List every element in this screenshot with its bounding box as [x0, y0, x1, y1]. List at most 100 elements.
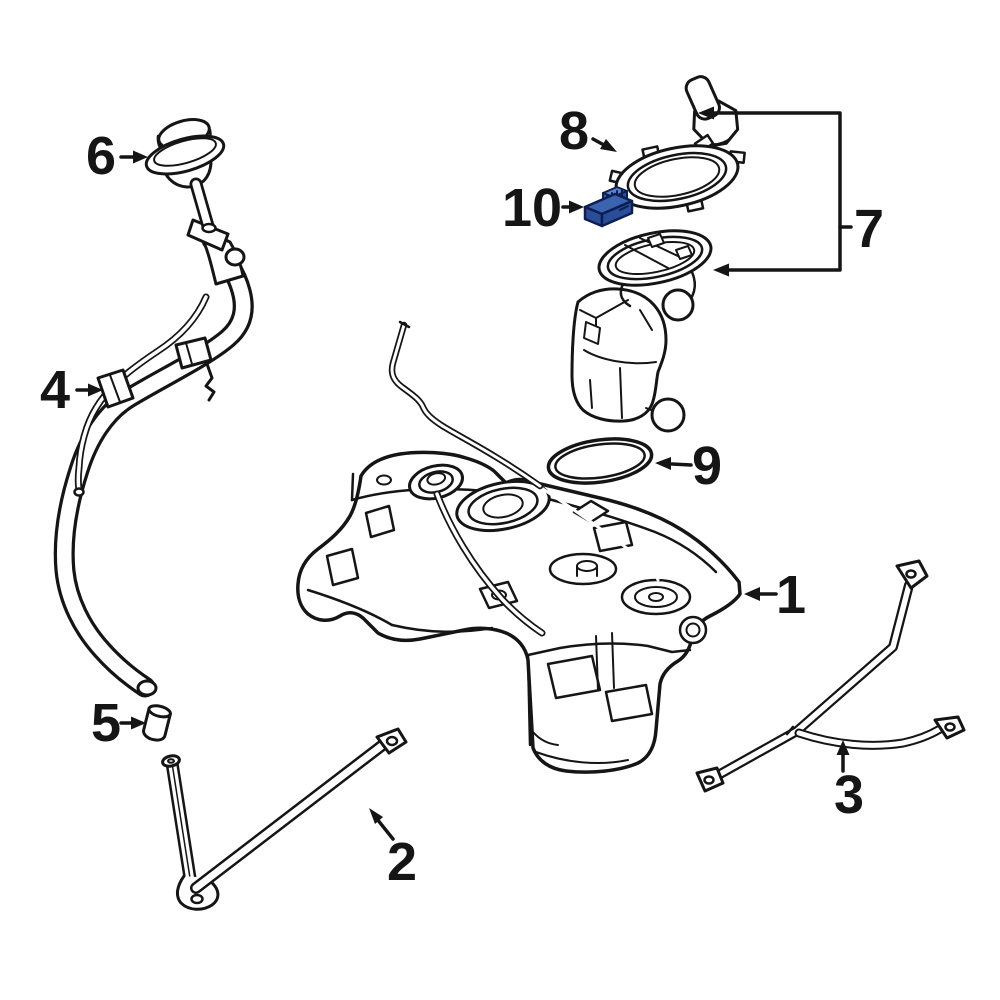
filler-cap-rings [408, 463, 464, 501]
filler-pipe-tip [136, 679, 158, 697]
valve-flange [144, 134, 226, 176]
valve-stem-core [192, 180, 212, 230]
strap2-post-cap [161, 754, 181, 768]
callout-2-arrowhead [369, 808, 383, 824]
tank-left-pocket-b [364, 504, 396, 539]
callout-10[interactable]: 10 [502, 178, 584, 238]
callout-2[interactable]: 2 [369, 808, 417, 892]
callout-8-label: 8 [559, 101, 589, 161]
pump-float-ball [650, 397, 686, 433]
tank-small-hole [376, 474, 392, 486]
tank-left-arm-edge [306, 588, 394, 627]
filler-pipe-outer [53, 229, 254, 698]
callout-3[interactable]: 3 [834, 740, 864, 825]
callout-8[interactable]: 8 [559, 101, 617, 161]
tank-bottom-notch [532, 731, 559, 746]
callout-6-label: 6 [86, 126, 116, 186]
tank-pocket-b [604, 683, 654, 723]
sleeve-top [147, 704, 172, 719]
callout-7[interactable]: 7 [698, 106, 884, 277]
lock-ring-mid [626, 151, 728, 203]
fuel-pump-connector-highlighted[interactable] [583, 186, 634, 228]
strap2-post-cap-dot [167, 758, 175, 764]
callout-3-label: 3 [834, 765, 864, 825]
strap2-foot-hole [190, 893, 204, 905]
tank-bottom-line [535, 751, 629, 764]
pump-flange-strut-1 [624, 244, 669, 269]
pipe-clamp [174, 336, 213, 370]
lock-ring-inner [633, 156, 721, 198]
strap2-diagonal-core [192, 740, 388, 892]
vent-hose-core [390, 323, 542, 488]
sleeve-part [142, 704, 172, 742]
pump-flange-post-2 [675, 245, 693, 260]
vent-hose [388, 320, 544, 490]
strap2-end-hole [385, 735, 399, 747]
pump-flange-strut-2 [639, 237, 683, 259]
callout-7-bracket [706, 111, 842, 272]
filler-neck-port [224, 247, 246, 267]
pump-body-detail-2 [583, 349, 657, 365]
seal-ring-outer [546, 437, 654, 485]
pump-flange-outer [597, 229, 713, 287]
tank-pocket-a [546, 654, 602, 700]
filler-hose-core [435, 492, 544, 635]
tank-channel-line-2 [611, 632, 615, 689]
tank-grommet [678, 615, 708, 645]
pump-body-bracket [583, 321, 601, 345]
callout-3-arrowhead [836, 740, 850, 755]
pump-top-ball [661, 288, 695, 322]
strap3-main-core [710, 582, 912, 781]
callout-2-label: 2 [387, 832, 417, 892]
callout-4-arrowhead [88, 383, 103, 397]
callout-6-arrowhead [133, 150, 148, 164]
strap3-right-hole [944, 722, 956, 732]
callout-1-label: 1 [776, 565, 806, 625]
tank-box-left-edge [526, 653, 532, 747]
callout-7-label: 7 [854, 199, 884, 259]
strap3-foot-hole [703, 775, 715, 785]
tank-hump-left-edge [350, 472, 355, 502]
pump-opening-rings [455, 479, 551, 533]
callout-1-arrowhead [744, 587, 760, 601]
callout-5[interactable]: 5 [91, 693, 146, 753]
pump-body-detail-3 [589, 309, 653, 419]
callout-6[interactable]: 6 [86, 126, 148, 186]
tank-left-pocket-a [325, 547, 360, 587]
strap3-top-hole [905, 569, 917, 579]
callout-2-arrow [375, 817, 395, 841]
callout-10-arrowhead [569, 200, 584, 214]
tank-strap-front [161, 727, 408, 911]
pump-body [570, 287, 668, 423]
seal-ring [546, 437, 654, 485]
tank-strap-rear [695, 559, 966, 793]
vent-tube-tip [73, 487, 85, 497]
callout-7-arrowhead-bottom [713, 263, 729, 277]
connector-notch [619, 205, 629, 211]
valve-stem-tip [201, 222, 217, 234]
callouts: 1 2 3 4 5 6 [40, 101, 884, 892]
pipe-bracket-zigzag [204, 362, 216, 402]
check-valve [144, 118, 226, 234]
callout-9-arrow [670, 462, 693, 467]
pipe-clamp-line [185, 342, 193, 365]
callout-5-label: 5 [91, 693, 121, 753]
callout-9[interactable]: 9 [655, 436, 722, 496]
pump-flange [597, 229, 713, 287]
callout-1[interactable]: 1 [744, 565, 806, 625]
callout-4[interactable]: 4 [40, 360, 103, 420]
strap3-arm-core [796, 726, 943, 748]
fuel-pump-assembly [570, 75, 740, 433]
filler-pipe [53, 218, 254, 698]
callout-8-arrowhead [600, 139, 617, 152]
valve-flange-ridge [153, 137, 217, 167]
callout-9-arrowhead [655, 457, 671, 470]
tank-box-top-edge [526, 642, 692, 657]
strap2-post-ridge [171, 762, 191, 879]
pump-flange-post-1 [647, 233, 665, 248]
callout-9-label: 9 [692, 436, 722, 496]
tank-disc-fitting [548, 552, 618, 586]
tank-mid-edge [390, 623, 494, 634]
